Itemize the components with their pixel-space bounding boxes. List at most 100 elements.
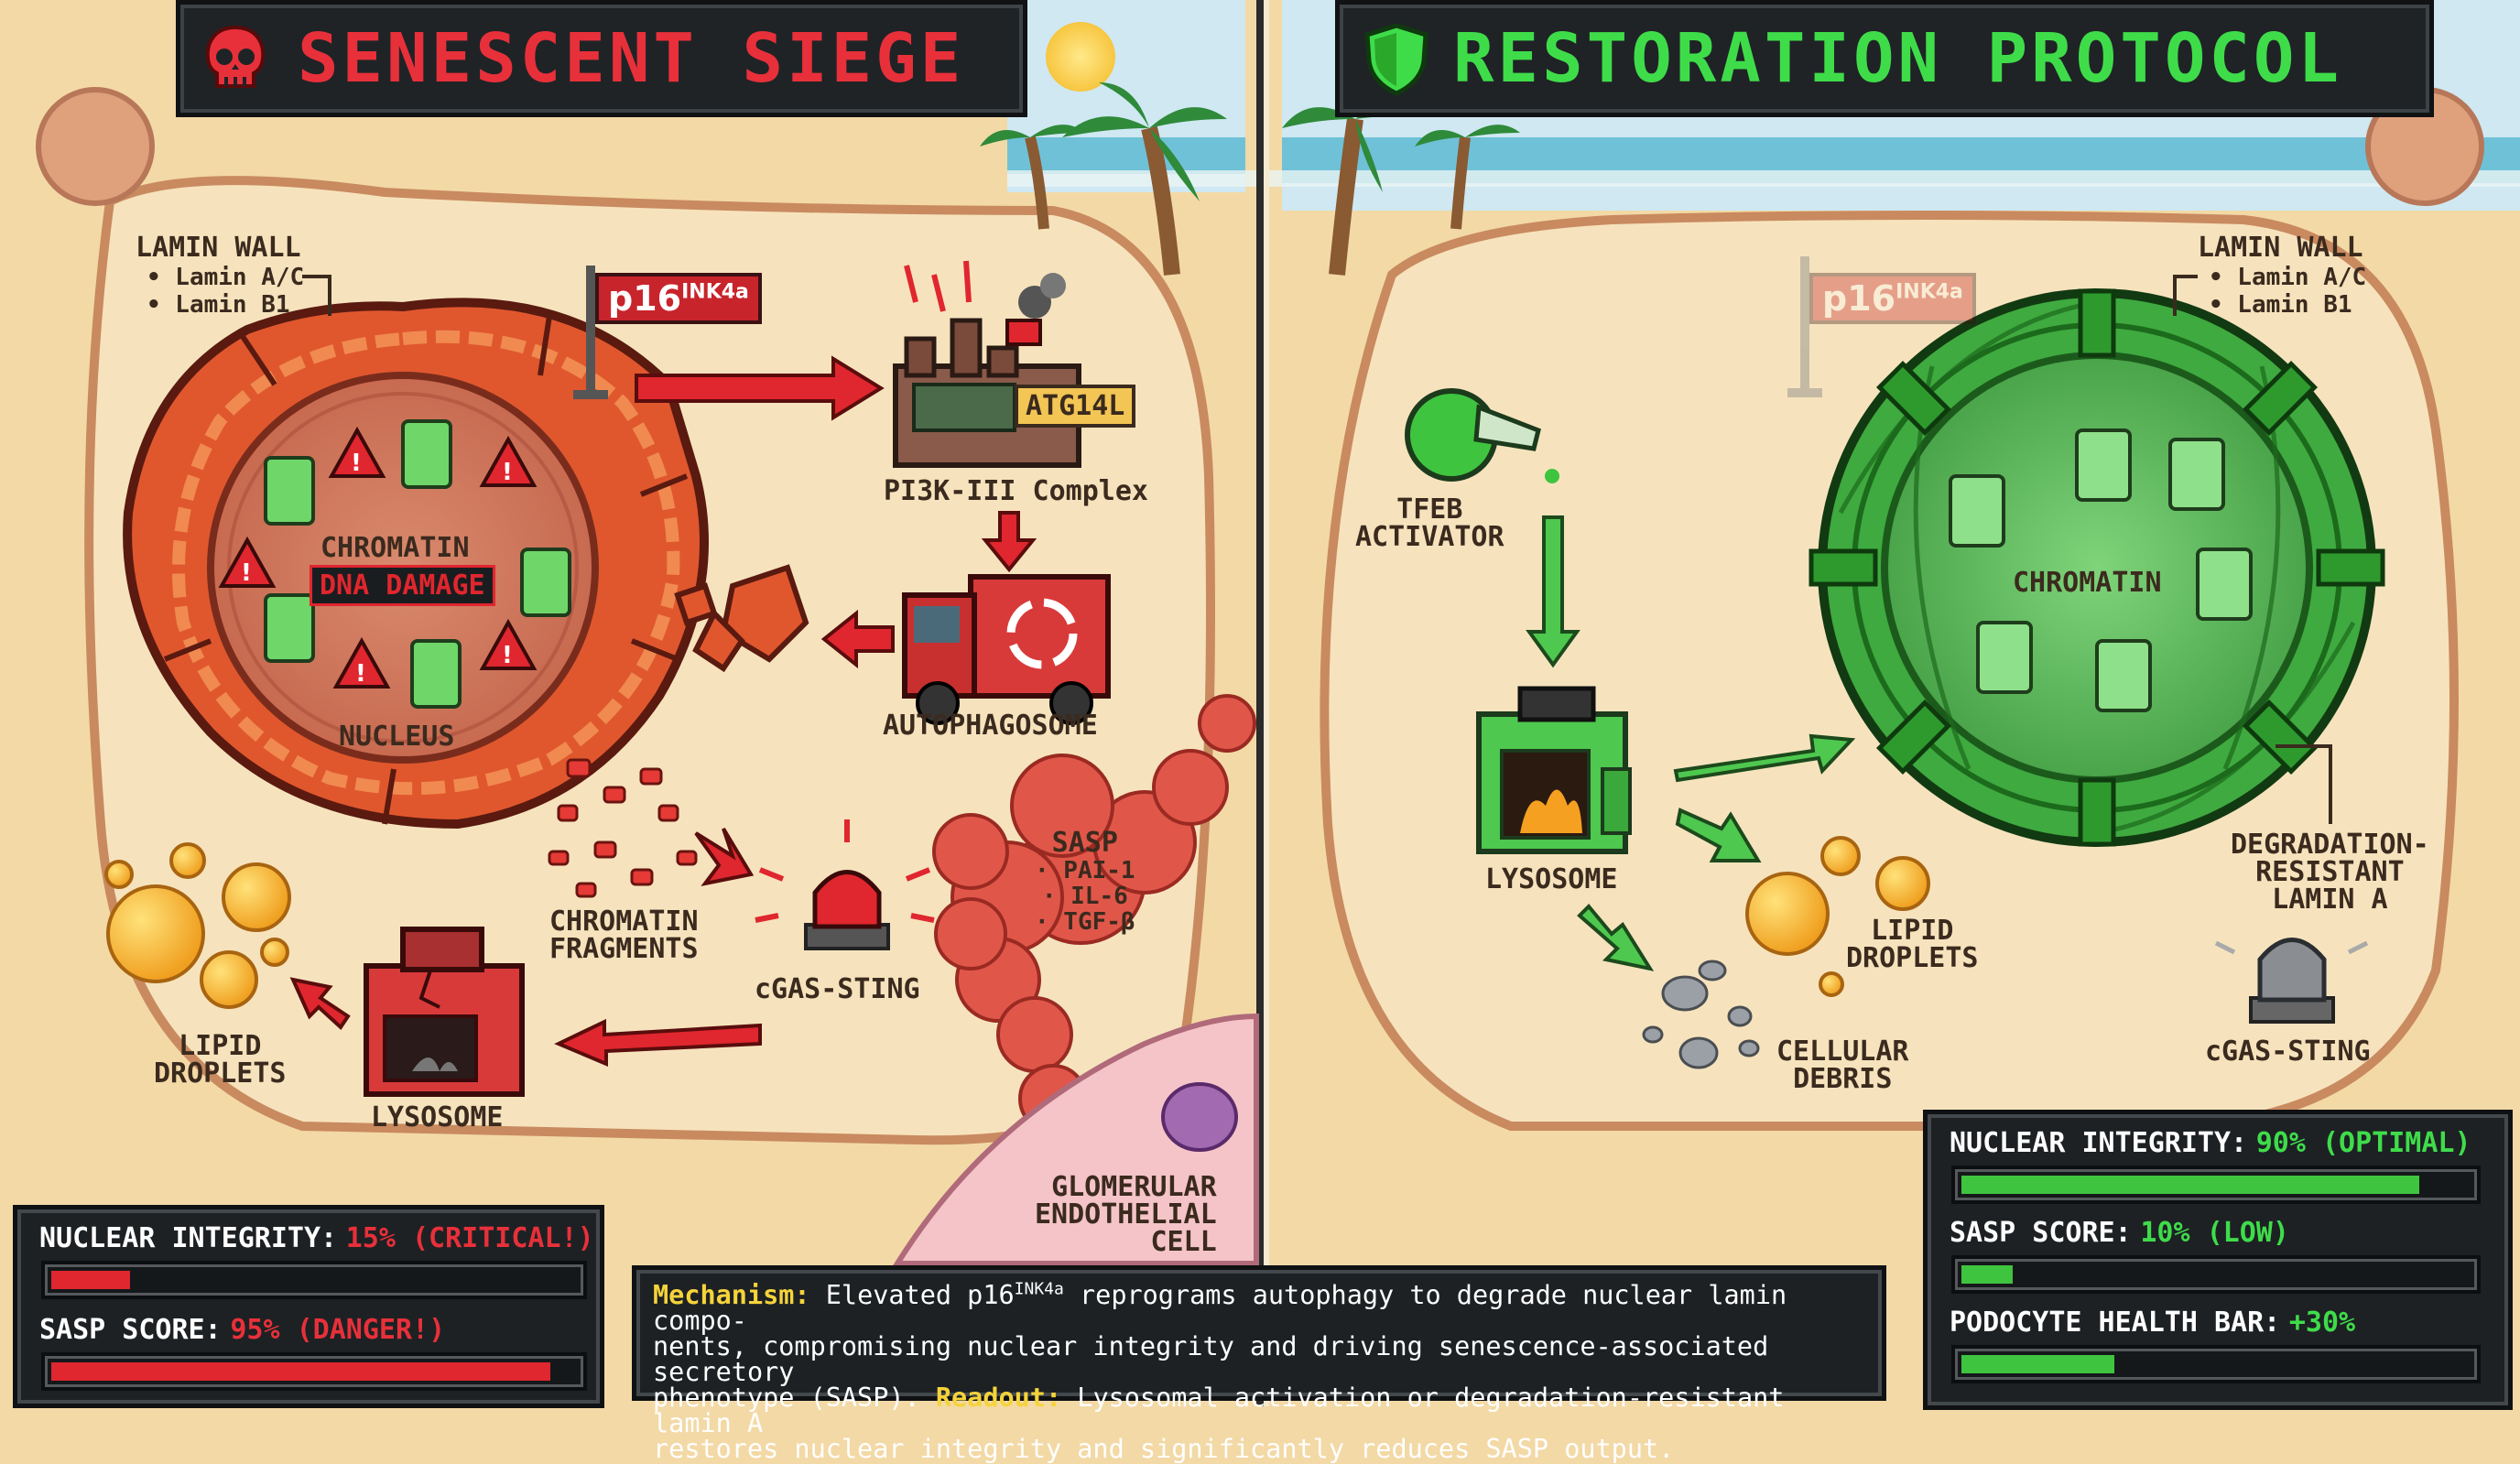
corner-disc-left — [36, 87, 155, 206]
svg-text:!: ! — [351, 450, 362, 477]
podocyte-label: PODOCYTE HEALTH BAR: — [1950, 1307, 2281, 1339]
right-title: RESTORATION PROTOCOL — [1453, 19, 2343, 98]
podocyte-health-bar — [1951, 1345, 2481, 1383]
mechanism-line4: restores nuclear integrity and significa… — [653, 1434, 1675, 1464]
lipid-right-line2: DROPLETS — [1846, 942, 1979, 974]
p16-flag-right-main: p16 — [1822, 278, 1896, 319]
dna-damage-badge: DNA DAMAGE — [310, 565, 495, 606]
mechanism-sup: INK4a — [1014, 1279, 1064, 1299]
mechanism-line2: nents, compromising nuclear integrity an… — [653, 1331, 1769, 1387]
tfeb-line2: ACTIVATOR — [1355, 521, 1504, 553]
sun — [1046, 22, 1115, 92]
right-integrity-label: NUCLEAR INTEGRITY: — [1950, 1127, 2248, 1159]
degradation-resistant-label: DEGRADATION- RESISTANT LAMIN A — [2231, 831, 2429, 914]
lysosome-label-left: LYSOSOME — [371, 1101, 504, 1133]
right-sasp-label: SASP SCORE: — [1950, 1217, 2132, 1249]
chromatin-fragment-pieces — [548, 758, 698, 898]
cgas-label-right: cGAS-STING — [2205, 1036, 2371, 1068]
center-divider — [1256, 0, 1264, 1406]
chromatin-fragments-label: CHROMATIN FRAGMENTS — [549, 908, 699, 963]
svg-text:!: ! — [241, 559, 252, 587]
podocyte-value: +30% — [2288, 1307, 2356, 1339]
flag-pole-left — [586, 266, 595, 394]
lamin-b1-left: • Lamin B1 — [147, 291, 290, 319]
lamin-wall-label-right: LAMIN WALL • Lamin A/C • Lamin B1 — [2198, 234, 2367, 318]
left-title: SENESCENT SIEGE — [298, 19, 965, 98]
degradation-line2: RESISTANT — [2255, 856, 2405, 888]
glomerular-line1: GLOMERULAR — [1051, 1171, 1217, 1203]
lipid-droplets-left — [104, 842, 291, 1009]
sasp-item-il6: · IL-6 — [1041, 883, 1128, 910]
right-metric-podocyte: PODOCYTE HEALTH BAR: +30% — [1950, 1307, 2355, 1339]
svg-text:!: ! — [502, 459, 513, 486]
shield-icon — [1364, 23, 1428, 96]
glomerular-label: GLOMERULAR ENDOTHELIAL CELL — [1035, 1174, 1217, 1256]
right-integrity-value: 90% (OPTIMAL) — [2255, 1127, 2471, 1159]
chromatin-fragments-line1: CHROMATIN — [549, 906, 699, 938]
lipid-left-line2: DROPLETS — [154, 1057, 287, 1090]
lamin-wall-label-left: LAMIN WALL • Lamin A/C • Lamin B1 — [136, 232, 305, 319]
svg-text:!: ! — [355, 660, 366, 688]
lipid-droplets-right — [1745, 836, 1930, 997]
mechanism-box: Mechanism: Elevated p16INK4a reprograms … — [632, 1265, 1886, 1462]
skull-icon — [205, 25, 266, 88]
lipid-label-right: LIPID DROPLETS — [1846, 917, 1979, 972]
podocyte-health-fill — [1961, 1355, 2114, 1373]
lysosome-label-right: LYSOSOME — [1485, 863, 1618, 895]
lipid-label-left: LIPID DROPLETS — [154, 1033, 287, 1088]
readout-key: Readout: — [935, 1383, 1062, 1413]
lamin-wall-title-left: LAMIN WALL — [136, 232, 301, 264]
mechanism-text-1b: reprograms autophagy to degrade nuclear … — [653, 1280, 1787, 1336]
left-metrics-panel: NUCLEAR INTEGRITY: 15% (CRITICAL!) SASP … — [13, 1205, 604, 1408]
glomerular-cell — [892, 1013, 1259, 1266]
warning-icons — [218, 426, 538, 689]
right-sasp-bar — [1951, 1255, 2481, 1294]
right-title-banner: RESTORATION PROTOCOL — [1335, 0, 2434, 117]
left-sasp-label: SASP SCORE: — [39, 1314, 222, 1346]
healthy-chromatin-scrolls — [1949, 428, 2253, 712]
degradation-line1: DEGRADATION- — [2231, 829, 2429, 861]
left-sasp-value: 95% (DANGER!) — [230, 1314, 446, 1346]
lysosome-right — [1476, 686, 1632, 854]
tfeb-label: TFEB ACTIVATOR — [1355, 496, 1504, 551]
lipid-right-line1: LIPID — [1871, 915, 1954, 947]
tfeb-flask — [1405, 388, 1559, 483]
left-integrity-fill — [51, 1271, 131, 1289]
mechanism-key: Mechanism: — [653, 1280, 810, 1310]
degradation-line3: LAMIN A — [2272, 884, 2388, 916]
faded-flag-right — [1787, 256, 1822, 397]
left-integrity-label: NUCLEAR INTEGRITY: — [39, 1222, 338, 1254]
palm-tree-left-1 — [1062, 82, 1227, 276]
lipid-left-line1: LIPID — [179, 1030, 262, 1062]
autophagosome-label: AUTOPHAGOSOME — [883, 710, 1098, 742]
damaged-chromatin-scrolls — [264, 419, 571, 709]
lamin-ac-right: • Lamin A/C — [2209, 264, 2367, 291]
cellular-debris — [1642, 960, 1760, 1069]
dna-damage-text: DNA DAMAGE — [320, 569, 485, 602]
right-integrity-bar — [1951, 1166, 2481, 1204]
atg14l-tag: ATG14L — [1015, 385, 1136, 428]
chromatin-label-left: CHROMATIN — [320, 532, 470, 564]
left-metric-sasp: SASP SCORE: 95% (DANGER!) — [39, 1314, 445, 1346]
debris-label: CELLULAR DEBRIS — [1776, 1038, 1909, 1093]
sasp-item-tgfb: · TGF-β — [1035, 908, 1135, 936]
flow-arrows-right — [1526, 515, 1856, 971]
lamin-ac-left: • Lamin A/C — [147, 264, 305, 291]
flow-arrows-left — [289, 355, 1037, 1068]
cgas-siren-left — [755, 819, 935, 950]
lysosome-left — [364, 927, 525, 1097]
sasp-title: SASP — [1051, 827, 1118, 859]
autophagosome-truck — [902, 574, 1111, 725]
right-metric-integrity: NUCLEAR INTEGRITY: 90% (OPTIMAL) — [1950, 1127, 2471, 1159]
p16-flag-left-sup: INK4a — [681, 280, 749, 304]
palm-tree-right-2 — [1415, 125, 1520, 230]
cgas-label-left: cGAS-STING — [755, 973, 920, 1005]
leader-lines — [302, 275, 2332, 824]
sasp-label: SASP · PAI-1 · IL-6 · TGF-β — [1035, 827, 1135, 936]
right-integrity-fill — [1961, 1176, 2420, 1194]
left-integrity-value: 15% (CRITICAL!) — [345, 1222, 594, 1254]
nucleus-label: NUCLEUS — [339, 721, 455, 753]
right-metrics-panel: NUCLEAR INTEGRITY: 90% (OPTIMAL) SASP SC… — [1923, 1110, 2513, 1410]
chromatin-label-right: CHROMATIN — [2013, 567, 2162, 599]
palm-tree-left-2 — [980, 125, 1085, 230]
